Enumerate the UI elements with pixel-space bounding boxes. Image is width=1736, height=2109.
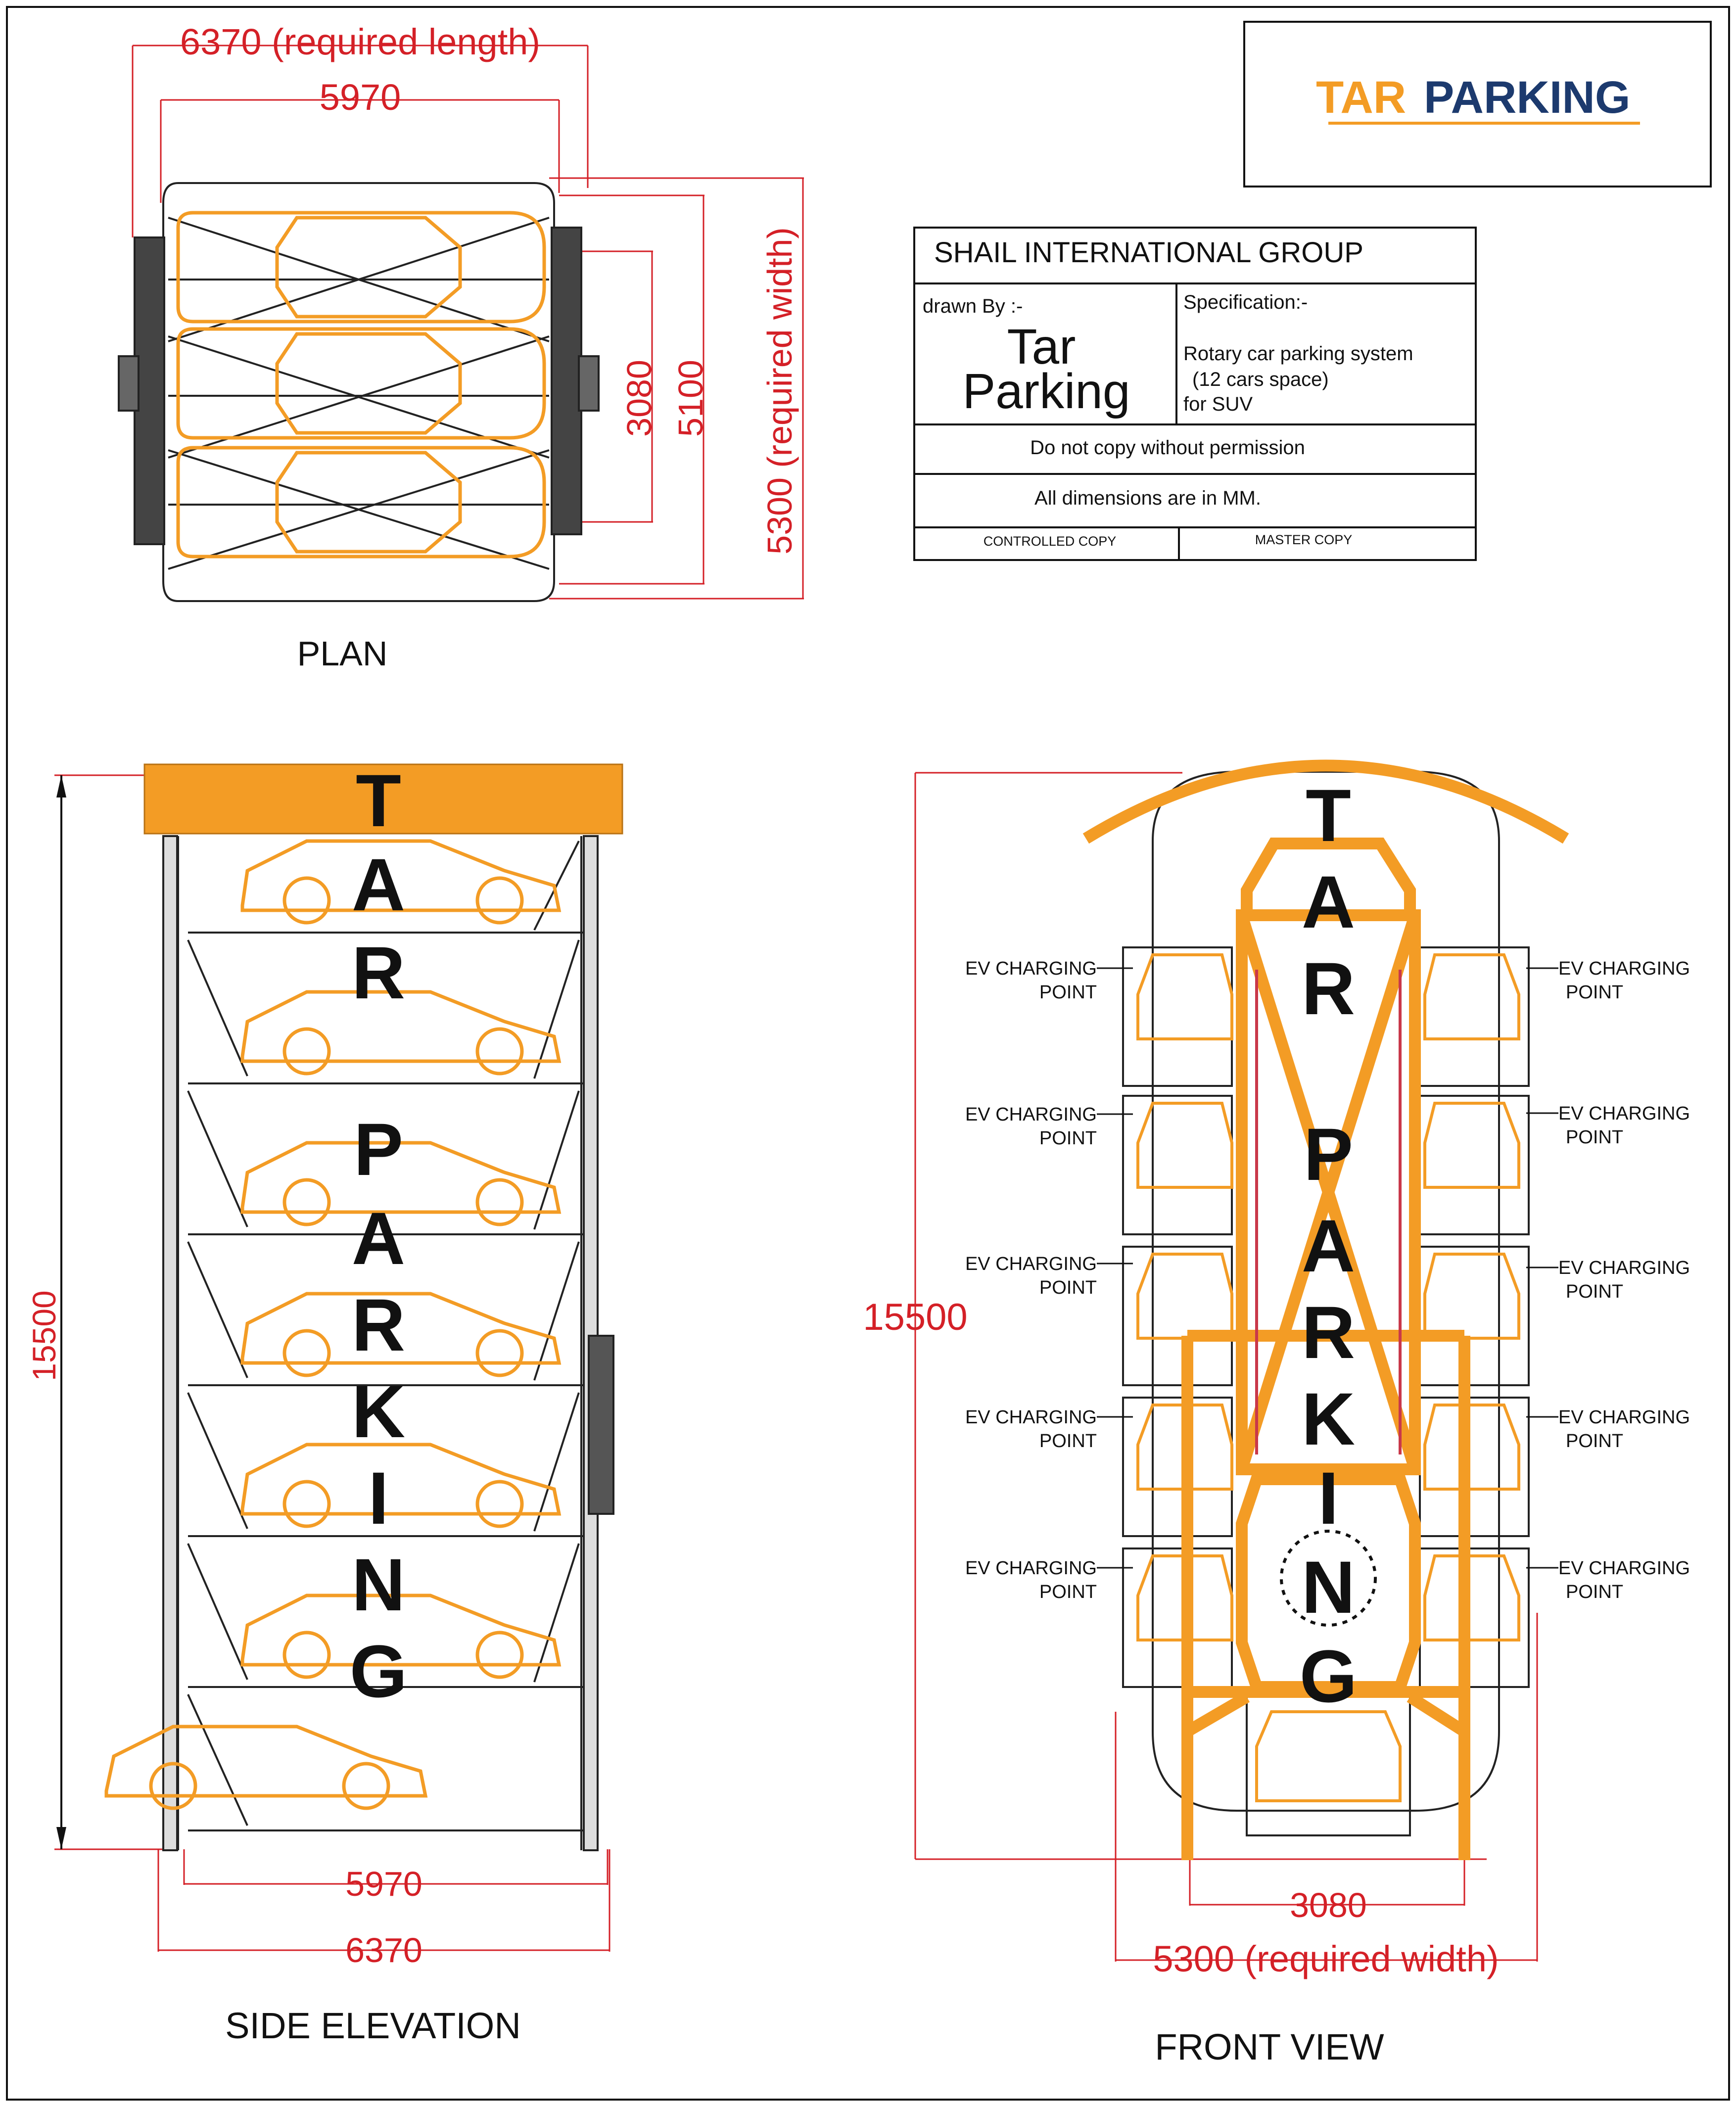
spec-line-2: (12 cars space) bbox=[1192, 369, 1329, 390]
plan-dim-5100: 5100 bbox=[671, 360, 710, 437]
company-name: SHAIL INTERNATIONAL GROUP bbox=[934, 236, 1363, 269]
ev-left-3-line2: POINT bbox=[1039, 1277, 1097, 1298]
plan-dimension-lines bbox=[132, 45, 804, 600]
ev-left-1-line2: POINT bbox=[1039, 982, 1097, 1003]
side-height-arrow-bottom bbox=[56, 1827, 66, 1849]
ev-left-2-line2: POINT bbox=[1039, 1128, 1097, 1149]
copy-notice: Do not copy without permission bbox=[1030, 437, 1305, 459]
side-vertical-brand: T A R P A R K I N G bbox=[350, 759, 408, 1713]
ev-left-1-line1: EV CHARGING bbox=[965, 958, 1097, 979]
ev-leader-lines-right bbox=[1526, 967, 1558, 1569]
front-letter-1: T bbox=[1306, 774, 1351, 857]
controlled-copy: CONTROLLED COPY bbox=[984, 534, 1117, 549]
master-copy: MASTER COPY bbox=[1255, 532, 1353, 547]
front-letter-4: P bbox=[1304, 1113, 1353, 1196]
side-height-arrow-top bbox=[56, 775, 66, 797]
side-elevation-label: SIDE ELEVATION bbox=[225, 2005, 521, 2046]
side-letter-5: A bbox=[352, 1197, 405, 1280]
side-letter-7: K bbox=[352, 1370, 405, 1453]
front-letter-9: N bbox=[1302, 1546, 1355, 1629]
ev-right-1-line2: POINT bbox=[1566, 982, 1623, 1003]
ev-right-2-line2: POINT bbox=[1566, 1127, 1623, 1148]
plan-dim-3080: 3080 bbox=[620, 360, 658, 437]
ev-leader-lines-left bbox=[1097, 967, 1133, 1569]
front-letter-3: R bbox=[1302, 947, 1355, 1030]
logo-word-parking: PARKING bbox=[1424, 72, 1630, 123]
side-cars bbox=[104, 839, 562, 1810]
ev-left-4-line1: EV CHARGING bbox=[965, 1407, 1097, 1428]
front-letter-6: R bbox=[1302, 1291, 1355, 1374]
front-drive-wheel bbox=[1280, 1530, 1377, 1627]
front-dim-3080: 3080 bbox=[1290, 1886, 1367, 1924]
units-note: All dimensions are in MM. bbox=[1034, 487, 1261, 509]
side-letter-8: I bbox=[368, 1456, 389, 1540]
plan-structure bbox=[118, 182, 600, 602]
logo-underline bbox=[1328, 122, 1640, 125]
ev-right-4-line2: POINT bbox=[1566, 1431, 1623, 1452]
ev-right-5-line1: EV CHARGING bbox=[1558, 1558, 1690, 1579]
side-dim-5970: 5970 bbox=[345, 1865, 422, 1903]
plan-label: PLAN bbox=[297, 634, 388, 673]
ev-right-5-line2: POINT bbox=[1566, 1582, 1623, 1602]
front-letter-10: G bbox=[1300, 1635, 1358, 1718]
ev-left-5-line1: EV CHARGING bbox=[965, 1558, 1097, 1579]
side-letter-1: T bbox=[356, 759, 401, 842]
side-roof-cap bbox=[143, 763, 623, 835]
front-vertical-brand: T A R P A R K I N G bbox=[1300, 774, 1358, 1718]
ev-right-4-line1: EV CHARGING bbox=[1558, 1407, 1690, 1428]
front-red-chains bbox=[1255, 970, 1402, 1454]
ev-right-2-line1: EV CHARGING bbox=[1558, 1103, 1690, 1124]
plan-dim-required-length: 6370 (required length) bbox=[180, 21, 540, 62]
side-dim-height: 15500 bbox=[26, 1290, 62, 1381]
drawn-by-name-line2: Parking bbox=[962, 364, 1130, 419]
logo-word-tar: TAR bbox=[1316, 72, 1406, 123]
front-view-label: FRONT VIEW bbox=[1155, 2026, 1384, 2067]
side-letter-6: R bbox=[352, 1283, 405, 1366]
ev-left-4-line2: POINT bbox=[1039, 1431, 1097, 1452]
side-frame bbox=[162, 835, 614, 1851]
plan-dim-length: 5970 bbox=[320, 77, 401, 118]
front-dim-required-width: 5300 (required width) bbox=[1153, 1938, 1499, 1979]
drawn-by-label: drawn By :- bbox=[923, 295, 1023, 317]
ev-left-5-line2: POINT bbox=[1039, 1582, 1097, 1602]
side-letter-10: G bbox=[350, 1630, 408, 1713]
spec-line-3: for SUV bbox=[1183, 393, 1253, 415]
title-block bbox=[913, 227, 1477, 561]
ev-labels-right: EV CHARGING POINT EV CHARGING POINT EV C… bbox=[1558, 958, 1690, 1602]
ev-left-3-line1: EV CHARGING bbox=[965, 1254, 1097, 1274]
front-letter-5: A bbox=[1302, 1204, 1355, 1287]
front-letter-8: I bbox=[1318, 1456, 1339, 1540]
ev-right-1-line1: EV CHARGING bbox=[1558, 958, 1690, 979]
front-letter-2: A bbox=[1302, 860, 1355, 943]
front-frame bbox=[1122, 771, 1530, 1836]
ev-right-3-line1: EV CHARGING bbox=[1558, 1258, 1690, 1278]
drawn-by-name-line1: Tar bbox=[1007, 319, 1076, 375]
front-dimension-lines bbox=[914, 772, 1538, 1962]
front-cars bbox=[1136, 953, 1520, 1802]
side-dimension-lines bbox=[54, 774, 610, 1952]
side-letter-4: P bbox=[354, 1108, 403, 1191]
side-letter-9: N bbox=[352, 1543, 405, 1626]
plan-cars bbox=[176, 211, 546, 559]
front-orange-tower bbox=[1082, 759, 1569, 1860]
spec-label: Specification:- bbox=[1183, 291, 1308, 313]
ev-right-3-line2: POINT bbox=[1566, 1281, 1623, 1302]
front-dim-height: 15500 bbox=[863, 1296, 967, 1338]
ev-left-2-line1: EV CHARGING bbox=[965, 1104, 1097, 1125]
plan-dim-required-width: 5300 (required width) bbox=[760, 227, 799, 554]
side-letter-3: R bbox=[352, 931, 405, 1014]
side-letter-2: A bbox=[352, 843, 405, 926]
side-dim-6370: 6370 bbox=[345, 1931, 422, 1969]
spec-line-1: Rotary car parking system bbox=[1183, 343, 1413, 365]
logo-box: TAR PARKING bbox=[1243, 21, 1712, 187]
front-letter-7: K bbox=[1302, 1377, 1355, 1460]
sheet-border bbox=[6, 6, 1730, 2101]
ev-labels-left: EV CHARGING POINT EV CHARGING POINT EV C… bbox=[965, 958, 1097, 1602]
